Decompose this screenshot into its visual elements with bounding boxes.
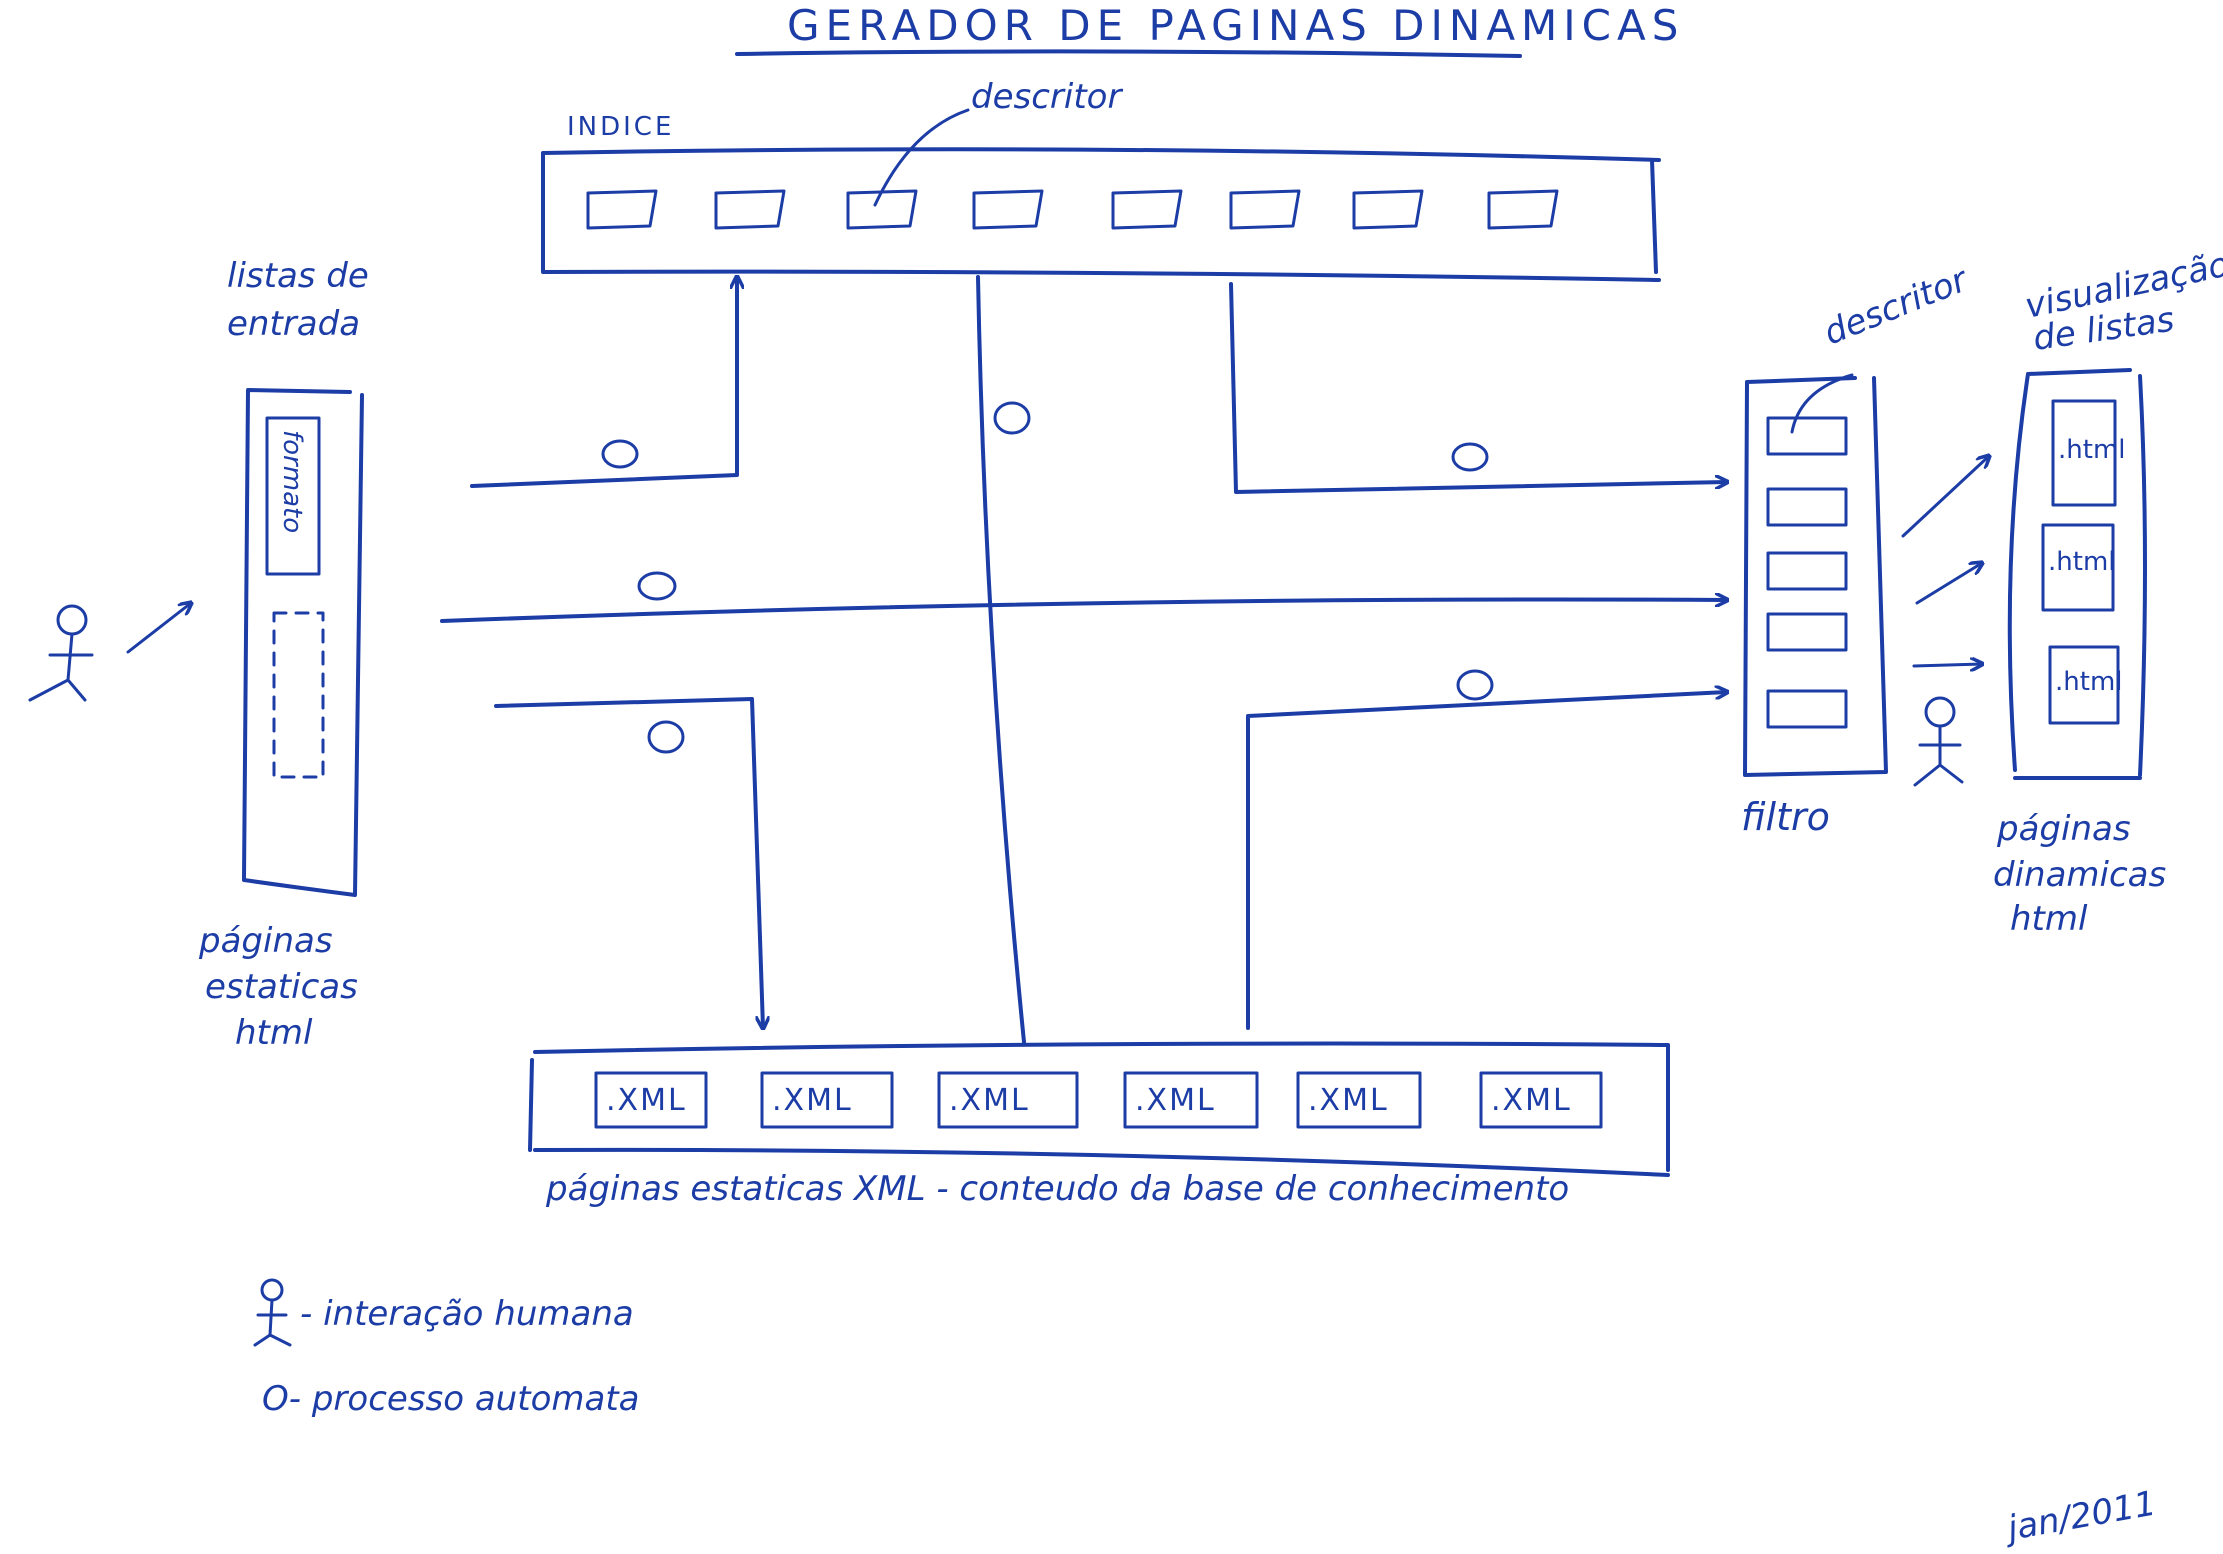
xml-file[interactable]: .XML [937,1071,1079,1129]
process-circle-icon [637,571,677,601]
process-circle-icon [1456,669,1494,701]
xml-file-label: .XML [949,1083,1030,1118]
descriptor-slot[interactable] [972,189,1044,230]
form-label: formato [277,430,307,533]
flow-index-xml [976,275,1026,1044]
xml-store-caption: páginas estaticas XML - conteudo da base… [545,1169,1569,1209]
date-label: jan/2011 [2001,1483,2159,1549]
human-figure-icon [28,604,94,702]
descriptor-slot[interactable] [1111,189,1183,230]
flow-index-to-filter [1229,282,1727,494]
xml-file-label: .XML [606,1083,687,1118]
viewer-caption-2: dinamicas [1993,855,2166,895]
input-caption-2: estaticas [205,967,358,1007]
filter-slot[interactable] [1766,551,1848,591]
index-descriptor-label: descritor [971,77,1123,117]
xml-file-label: .XML [772,1083,853,1118]
xml-file[interactable]: .XML [594,1071,708,1129]
html-page-3[interactable]: .html [2048,645,2123,725]
descriptor-slot[interactable] [1229,189,1301,230]
xml-file-label: .XML [1491,1083,1572,1118]
html-page-label: .html [2055,667,2123,697]
html-page-2[interactable]: .html [2041,523,2116,612]
index-box [541,147,1661,282]
filter-slot[interactable] [1766,612,1848,652]
filter-to-viewer-arrow [1901,456,1989,538]
filter-slot[interactable] [1766,416,1848,456]
process-circle-icon [647,720,685,754]
empty-form-slot [272,611,325,779]
index-descriptors [586,189,1559,230]
diagram-title: GERADOR DE PAGINAS DINAMICAS [787,1,1684,50]
html-page-label: .html [2048,547,2116,577]
viewer-caption-3: html [2010,899,2088,939]
input-lists-box [242,388,364,897]
xml-files: .XML .XML .XML .XML .XML .XML [594,1071,1603,1129]
input-caption-3: html [235,1013,313,1053]
filter-descriptor-pointer [1790,373,1854,434]
descriptor-slot[interactable] [846,189,918,230]
flow-to-index [470,275,737,488]
descriptor-slot[interactable] [714,189,786,230]
filter-to-viewer-arrow [1915,563,1982,605]
xml-file[interactable]: .XML [760,1071,894,1129]
xml-file-label: .XML [1308,1083,1389,1118]
filter-box [1743,376,1888,777]
human-input-arrow [126,603,191,654]
descriptor-slot[interactable] [586,189,658,230]
process-circle-icon [1451,442,1489,472]
flow-xml-to-filter [1246,692,1727,1030]
process-circle-icon [601,439,639,469]
legend-human: - interação humana [300,1294,634,1334]
filter-to-viewer-arrow [1912,664,1982,666]
legend-process: O- processo automata [262,1379,640,1419]
filter-slot[interactable] [1766,689,1848,729]
html-page-1[interactable]: .html [2051,399,2126,507]
form-box [265,416,321,576]
viewer-box [2007,368,2147,780]
input-lists-label-1: listas de [227,256,369,296]
filter-label: filtro [1741,795,1830,839]
input-lists-label-2: entrada [227,304,360,344]
filter-descriptor-label: descritor [1818,259,1974,353]
xml-file-label: .XML [1135,1083,1216,1118]
human-figure-icon [1913,696,1964,787]
filter-slots [1766,416,1848,729]
descriptor-slot[interactable] [1352,189,1424,230]
descriptor-pointer [873,108,970,207]
xml-file[interactable]: .XML [1479,1071,1603,1129]
title-underline [735,49,1522,58]
viewer-caption-1: páginas [1996,809,2131,849]
flow-to-xml [494,697,763,1028]
xml-file[interactable]: .XML [1123,1071,1259,1129]
input-caption-1: páginas [198,921,333,961]
filter-slot[interactable] [1766,487,1848,527]
descriptor-slot[interactable] [1487,189,1559,230]
xml-store-box [528,1041,1670,1177]
flow-input-to-filter [440,599,1727,623]
process-circle-icon [993,401,1031,435]
index-label: INDICE [567,112,674,142]
legend-human-icon [253,1278,292,1347]
xml-file[interactable]: .XML [1296,1071,1422,1129]
html-page-label: .html [2058,435,2126,465]
